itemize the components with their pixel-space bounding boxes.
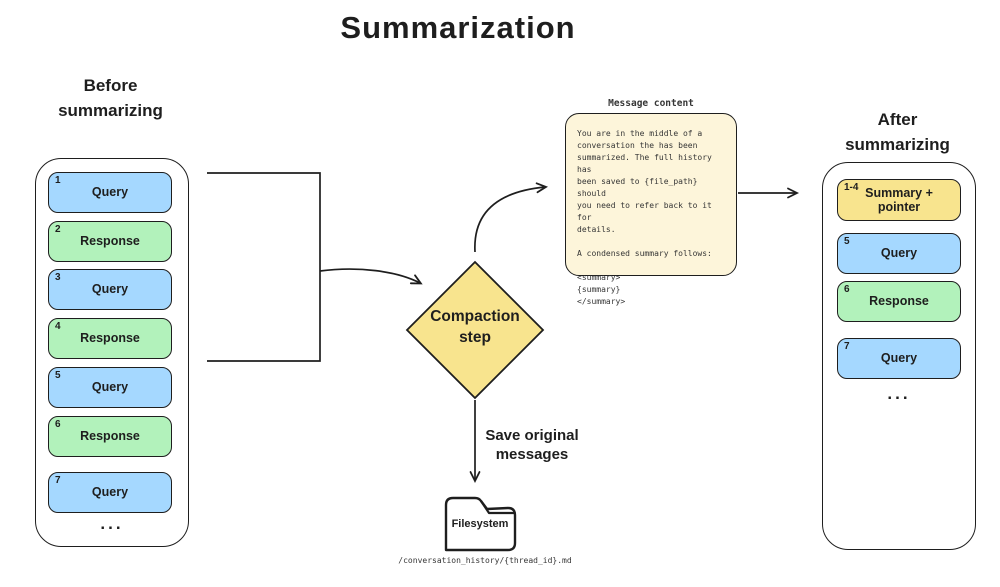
message-number: 5 [55, 370, 61, 381]
message-box: 5 Query [837, 233, 961, 274]
message-number: 5 [844, 236, 850, 247]
filesystem-folder-icon [444, 496, 517, 552]
after-summarizing-label: After summarizing [845, 110, 950, 154]
message-label: Response [80, 331, 140, 346]
message-content-body: You are in the middle of a conversation … [577, 129, 712, 306]
ellipsis: ... [887, 384, 911, 403]
message-box: 5 Query [48, 367, 172, 408]
message-number: 6 [844, 284, 850, 295]
message-number: 6 [55, 419, 61, 430]
diagram-title: Summarization [340, 10, 576, 45]
message-number: 3 [55, 272, 61, 283]
message-label: Query [91, 485, 129, 500]
before-summarizing-label: Before summarizing [58, 76, 163, 120]
group-bracket [207, 172, 321, 362]
message-content-note: You are in the middle of a conversation … [565, 113, 737, 306]
message-number: 7 [844, 341, 850, 352]
after-container: 1-4 Summary + pointer 5 Query 6 Response… [822, 162, 976, 550]
message-box: 7 Query [837, 338, 961, 379]
message-box: 3 Query [48, 269, 172, 310]
message-box: 4 Response [48, 318, 172, 359]
message-label: Query [880, 246, 918, 261]
arrow-bracket-to-compaction [319, 268, 423, 285]
message-label: Response [80, 234, 140, 249]
message-label: Query [91, 282, 129, 297]
message-box: 1 Query [48, 172, 172, 213]
message-box: 7 Query [48, 472, 172, 513]
message-number: 2 [55, 224, 61, 235]
compaction-step-diamond [405, 260, 545, 400]
message-number: 4 [55, 321, 61, 332]
message-label: Query [91, 185, 129, 200]
save-original-messages-label: Save original messages [485, 427, 579, 463]
before-container: 1 Query 2 Response 3 Query 4 Response 5 … [35, 158, 189, 547]
compaction-step-label: Compaction step [430, 308, 520, 346]
message-box: 2 Response [48, 221, 172, 262]
message-box: 6 Response [48, 416, 172, 457]
message-number: 1-4 [844, 182, 859, 193]
ellipsis: ... [100, 514, 124, 533]
message-content-title: Message content [608, 98, 694, 109]
message-box: 1-4 Summary + pointer [837, 179, 961, 221]
message-label: Response [869, 294, 929, 309]
message-label: Query [91, 380, 129, 395]
message-label: Query [880, 351, 918, 366]
arrow-compaction-to-note [474, 182, 548, 253]
message-label: Summary + pointer [865, 185, 933, 214]
message-label: Response [80, 429, 140, 444]
message-number: 1 [55, 175, 61, 186]
file-path-label: /conversation_history/{thread_id}.md [398, 556, 572, 565]
message-number: 7 [55, 475, 61, 486]
filesystem-label: Filesystem [451, 518, 509, 530]
message-box: 6 Response [837, 281, 961, 322]
